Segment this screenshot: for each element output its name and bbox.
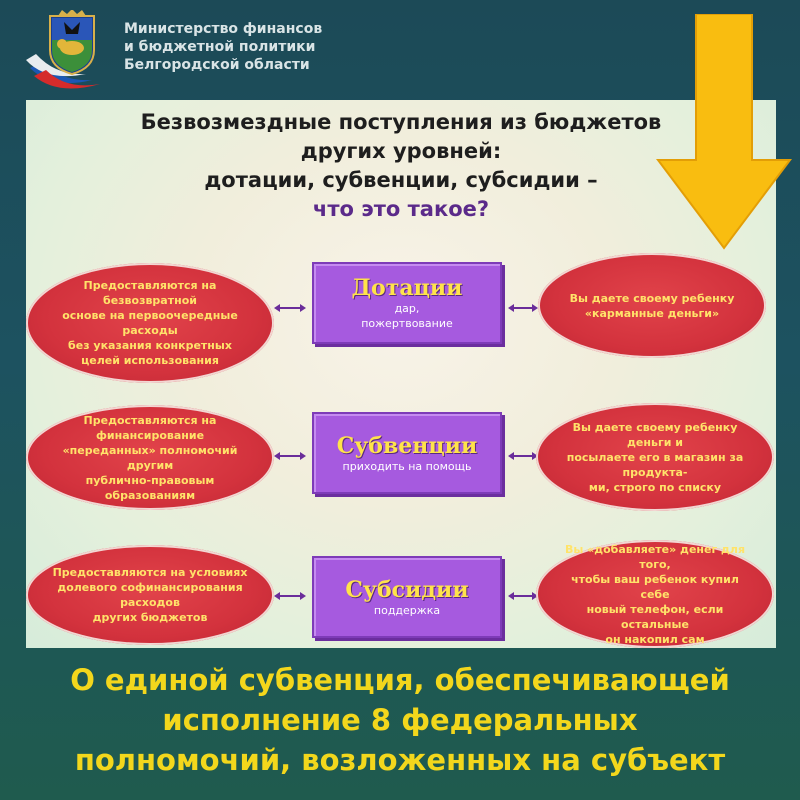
title-line: дотации, субвенции, субсидии – bbox=[204, 168, 598, 192]
definition-line: основе на первоочередные расходы bbox=[62, 309, 238, 337]
caption-line: О единой субвенция, обеспечивающей bbox=[70, 663, 730, 697]
title-accent: что это такое? bbox=[312, 197, 490, 221]
subsidy-example: Вы «добавляете» денег для того, чтобы ва… bbox=[536, 540, 774, 648]
ministry-line: Белгородской области bbox=[124, 57, 310, 73]
connector bbox=[508, 304, 538, 312]
meaning-line: дар, bbox=[394, 302, 420, 315]
definition-line: целей использования bbox=[81, 354, 219, 367]
definition-line: без указания конкретных bbox=[68, 339, 232, 352]
header: Министерство финансов и бюджетной полити… bbox=[22, 10, 622, 90]
belgorod-coat-of-arms-icon bbox=[26, 10, 100, 89]
meaning-line: пожертвование bbox=[361, 317, 453, 330]
definition-line: Предоставляются на условиях bbox=[52, 566, 248, 579]
definition-line: долевого софинансирования расходов bbox=[57, 581, 243, 609]
subvention-meaning: приходить на помощь bbox=[343, 459, 472, 474]
subsidy-box: Субсидии поддержка bbox=[312, 556, 502, 638]
ministry-line: Министерство финансов bbox=[124, 21, 323, 37]
example-line: ми, строго по списку bbox=[588, 480, 722, 494]
meaning-line: приходить на помощь bbox=[342, 459, 472, 473]
ministry-name: Министерство финансов и бюджетной полити… bbox=[124, 20, 322, 74]
infographic-panel: Безвозмездные поступления из бюджетов др… bbox=[26, 100, 776, 648]
dotation-meaning: дар, пожертвование bbox=[361, 301, 453, 331]
connector bbox=[274, 452, 306, 460]
connector bbox=[274, 304, 306, 312]
ministry-line: и бюджетной политики bbox=[124, 39, 316, 55]
title-line: других уровней: bbox=[300, 139, 502, 163]
definition-line: других бюджетов bbox=[92, 611, 208, 624]
example-line: «карманные деньги» bbox=[584, 306, 720, 320]
dotation-term: Дотации bbox=[351, 275, 463, 301]
subsidy-term: Субсидии bbox=[345, 576, 469, 603]
example-line: он накопил сам bbox=[605, 632, 705, 646]
definition-line: Предоставляются на финансирование bbox=[83, 413, 217, 442]
example-line: Вы «добавляете» денег для того, bbox=[564, 542, 746, 571]
subvention-definition: Предоставляются на финансирование «перед… bbox=[26, 405, 274, 510]
example-line: Вы даете своему ребенку деньги и bbox=[572, 420, 738, 449]
dotation-definition: Предоставляются на безвозвратной основе … bbox=[26, 263, 274, 383]
down-arrow-icon bbox=[656, 14, 792, 250]
example-line: чтобы ваш ребенок купил себе bbox=[571, 572, 739, 601]
infographic-title: Безвозмездные поступления из бюджетов др… bbox=[26, 108, 776, 224]
definition-line: «переданных» полномочий другим bbox=[62, 443, 238, 472]
subvention-term: Субвенции bbox=[336, 432, 478, 459]
title-line: Безвозмездные поступления из бюджетов bbox=[140, 110, 662, 134]
dotation-box: Дотации дар, пожертвование bbox=[312, 262, 502, 344]
example-line: Вы даете своему ребенку bbox=[569, 291, 735, 305]
example-line: посылаете его в магазин за продукта- bbox=[566, 450, 744, 479]
definition-line: публично-правовым образованиям bbox=[85, 473, 215, 502]
dotation-example: Вы даете своему ребенку «карманные деньг… bbox=[538, 253, 766, 358]
caption-line: полномочий, возложенных на субъект bbox=[74, 743, 726, 777]
caption-line: исполнение 8 федеральных bbox=[162, 703, 638, 737]
subvention-box: Субвенции приходить на помощь bbox=[312, 412, 502, 494]
subsidy-definition: Предоставляются на условиях долевого соф… bbox=[26, 545, 274, 645]
meaning-line: поддержка bbox=[373, 603, 441, 617]
connector bbox=[274, 592, 306, 600]
connector bbox=[508, 452, 538, 460]
connector bbox=[508, 592, 538, 600]
post-caption: О единой субвенция, обеспечивающей испол… bbox=[0, 660, 800, 780]
example-line: новый телефон, если остальные bbox=[586, 602, 724, 631]
subvention-example: Вы даете своему ребенку деньги и посылае… bbox=[536, 403, 774, 511]
definition-line: Предоставляются на безвозвратной bbox=[83, 279, 217, 307]
subsidy-meaning: поддержка bbox=[374, 603, 440, 618]
